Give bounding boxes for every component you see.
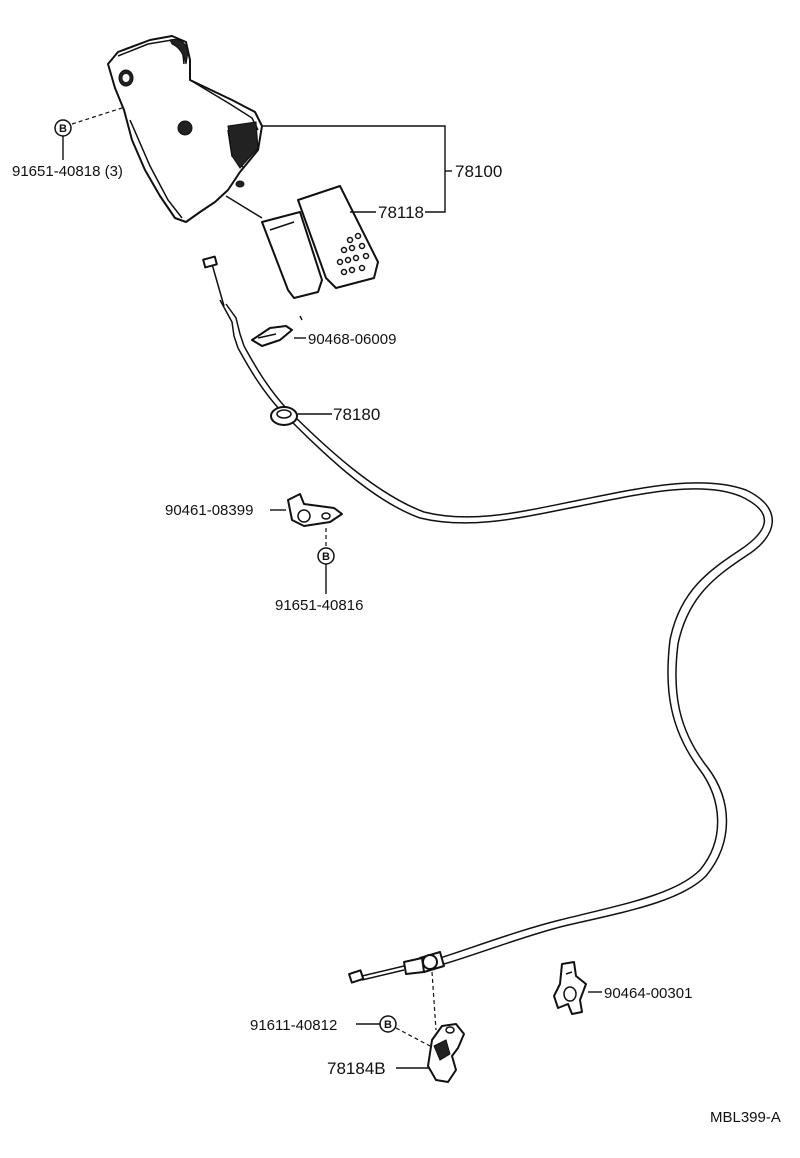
pedal-pad[interactable]	[297, 185, 379, 289]
cable-clamp[interactable]	[287, 493, 343, 527]
label-clip-cable: 90468-06009	[308, 331, 396, 348]
dash-bolt-top	[71, 107, 123, 125]
label-bolt-top: 91651-40818 (3)	[12, 163, 123, 180]
dash-bolt-bracket	[395, 1027, 431, 1047]
label-bracket: 78184B	[327, 1059, 386, 1078]
leader-78100	[262, 125, 446, 213]
label-pedal-pad: 78118	[378, 203, 424, 222]
label-end-clip: 90464-00301	[604, 985, 692, 1002]
svg-text:B: B	[384, 1019, 392, 1031]
pad-dimples	[336, 232, 370, 276]
cable-end-clip[interactable]	[553, 961, 587, 1015]
pedal-arm	[225, 195, 263, 219]
svg-text:B: B	[322, 551, 330, 563]
label-bolt-bracket: 91611-40812	[250, 1017, 337, 1034]
accelerator-pedal-bracket[interactable]	[107, 35, 263, 223]
dash-cable-bracket	[431, 971, 437, 1031]
diagram-id: MBL399-A	[710, 1109, 781, 1126]
label-pedal-assy: 78100	[455, 162, 502, 181]
accelerator-cable[interactable]	[202, 255, 773, 984]
label-bolt-clamp: 91651-40816	[275, 597, 363, 614]
bolt-symbol-clamp[interactable]: B	[317, 547, 335, 565]
bolt-symbol-bracket[interactable]: B	[379, 1015, 397, 1033]
bolt-symbol-top[interactable]: B	[54, 119, 72, 137]
label-grommet: 78180	[333, 405, 380, 424]
label-clamp: 90461-08399	[165, 502, 253, 519]
pedal-plate[interactable]	[261, 211, 323, 299]
cable-clip[interactable]	[251, 325, 293, 347]
cable-bracket[interactable]	[427, 1023, 465, 1083]
clip-mark	[299, 315, 303, 321]
svg-text:B: B	[59, 123, 67, 135]
